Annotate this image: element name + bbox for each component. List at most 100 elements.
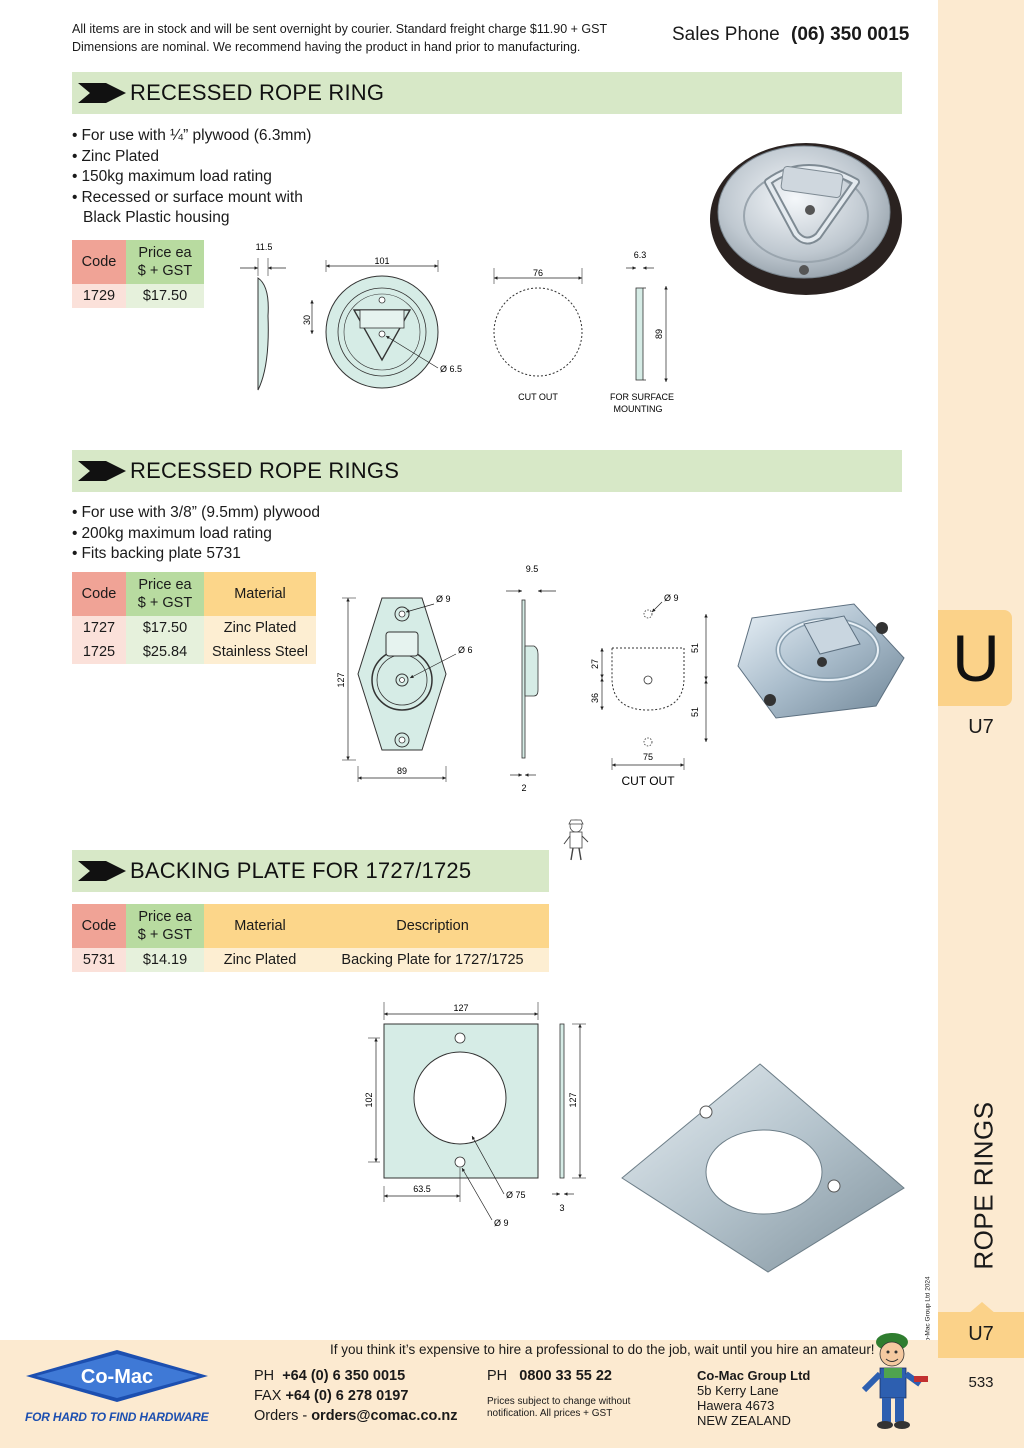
dim-label: 127 <box>453 1003 468 1013</box>
cell-price: $17.50 <box>126 616 204 640</box>
section-title: BACKING PLATE FOR 1727/1725 <box>130 858 472 883</box>
dim-label: 30 <box>302 315 312 325</box>
dim-label: MOUNTING <box>614 404 663 414</box>
price-header-line1: Price ea <box>138 245 192 261</box>
cell-price: $25.84 <box>126 640 204 664</box>
mascot-small-icon <box>563 819 589 861</box>
table-row: 1725 $25.84 Stainless Steel <box>72 640 316 664</box>
dim-label: Ø 6 <box>458 645 473 655</box>
orders-email[interactable]: orders@comac.co.nz <box>311 1408 458 1424</box>
fax-number: +64 (0) 6 278 0197 <box>285 1388 409 1404</box>
company-name: Co-Mac Group Ltd <box>697 1368 811 1383</box>
dim-label: Ø 9 <box>494 1218 509 1228</box>
footer <box>0 1340 938 1448</box>
cell-code: 1725 <box>72 640 126 664</box>
col-header-material: Material <box>204 904 316 948</box>
freephone-number[interactable]: 0800 33 55 22 <box>519 1368 612 1384</box>
dim-label: 6.3 <box>634 250 647 260</box>
dim-label: Ø 9 <box>664 593 679 603</box>
cell-price: $17.50 <box>126 284 204 308</box>
arrow-icon <box>78 461 126 481</box>
col-header-price: Price ea $ + GST <box>126 904 204 948</box>
dim-label: 36 <box>590 693 600 703</box>
dim-label: CUT OUT <box>621 774 675 788</box>
dim-label: Ø 9 <box>436 594 451 604</box>
category-name: ROPE RINGS <box>961 1095 1007 1275</box>
cell-code: 5731 <box>72 948 126 972</box>
col-header-code: Code <box>72 240 126 284</box>
dim-label: 11.5 <box>256 242 273 252</box>
table-row: 5731 $14.19 Zinc Plated Backing Plate fo… <box>72 948 549 972</box>
address-block: Co-Mac Group Ltd 5b Kerry Lane Hawera 46… <box>697 1368 810 1428</box>
sidebar <box>938 0 1024 1448</box>
cell-code: 1729 <box>72 284 126 308</box>
dim-label: 102 <box>364 1092 374 1107</box>
category-tab-bottom <box>938 1312 1024 1358</box>
category-tab[interactable] <box>938 610 1012 706</box>
price-header-line1: Price ea <box>138 577 192 593</box>
category-code: U7 <box>968 716 994 738</box>
phone-number[interactable]: +64 (0) 6 350 0015 <box>282 1368 406 1384</box>
list-item: Black Plastic housing <box>83 209 230 226</box>
list-item: For use with ¼” plywood (6.3mm) <box>72 126 311 147</box>
price-header-line2: $ + GST <box>137 263 193 279</box>
rope-ring-product-image <box>710 143 902 295</box>
list-item: Fits backing plate 5731 <box>72 544 320 565</box>
list-item: Recessed or surface mount with <box>72 188 311 209</box>
list-item: For use with 3/8” (9.5mm) plywood <box>72 503 320 524</box>
section-header-recessed-rope-rings: RECESSED ROPE RINGS <box>72 450 902 492</box>
dim-label: 2 <box>521 783 526 793</box>
dim-label: 76 <box>533 268 543 278</box>
mascot-icon <box>861 1333 928 1429</box>
freight-notice-line2: Dimensions are nominal. We recommend hav… <box>72 40 581 54</box>
section-header-recessed-rope-ring: RECESSED ROPE RING <box>72 72 902 114</box>
price-header-line1: Price ea <box>138 909 192 925</box>
phone-label: PH <box>254 1368 275 1384</box>
dim-label: 127 <box>568 1092 578 1107</box>
dim-label: 3 <box>559 1203 564 1213</box>
feature-list: For use with ¼” plywood (6.3mm) Zinc Pla… <box>72 126 311 229</box>
category-letter: U <box>952 621 1000 695</box>
feature-list: For use with 3/8” (9.5mm) plywood 200kg … <box>72 503 320 565</box>
dim-label: 101 <box>374 256 389 266</box>
cell-description: Backing Plate for 1727/1725 <box>316 948 549 972</box>
cell-code: 1727 <box>72 616 126 640</box>
dim-label: 27 <box>590 659 600 669</box>
dim-label: 51 <box>690 707 700 717</box>
dim-label: Ø 75 <box>506 1190 526 1200</box>
section-header-backing-plate: BACKING PLATE FOR 1727/1725 <box>72 850 549 892</box>
fax-label: FAX <box>254 1388 282 1404</box>
address-line: Hawera 4673 <box>697 1398 775 1413</box>
cell-material: Zinc Plated <box>204 616 316 640</box>
section-title: RECESSED ROPE RINGS <box>130 458 400 483</box>
price-header-line2: $ + GST <box>137 927 193 943</box>
freight-notice-line1: All items are in stock and will be sent … <box>72 22 608 36</box>
logo-tagline: FOR HARD TO FIND HARDWARE <box>25 1410 209 1424</box>
orders-label: Orders - <box>254 1408 308 1424</box>
contact-block: PH +64 (0) 6 350 0015 FAX +64 (0) 6 278 … <box>254 1366 458 1426</box>
table-row: 1727 $17.50 Zinc Plated <box>72 616 316 640</box>
price-table: Code Price ea $ + GST 1729 $17.50 <box>72 240 204 308</box>
price-table: Code Price ea$ + GST Material Descriptio… <box>72 904 549 972</box>
section-title: RECESSED ROPE RING <box>130 80 385 105</box>
comac-logo: Co-Mac <box>26 1350 208 1402</box>
cell-material: Zinc Plated <box>204 948 316 972</box>
sales-phone-number[interactable]: (06) 350 0015 <box>791 24 910 45</box>
col-header-price: Price ea $ + GST <box>126 572 204 616</box>
dim-label: Ø 6.5 <box>440 364 462 374</box>
address-line: NEW ZEALAND <box>697 1413 791 1428</box>
arrow-icon <box>78 83 126 103</box>
col-header-material: Material <box>204 572 316 616</box>
price-header-line2: $ + GST <box>137 595 193 611</box>
rope-rings-technical-drawing: Ø 9 Ø 6 127 89 9.5 2 Ø 9 27 36 51 51 75 … <box>336 564 708 793</box>
price-disclaimer-line2: notification. All prices + GST <box>487 1408 613 1419</box>
dim-label: 127 <box>336 672 346 687</box>
price-table: Code Price ea $ + GST Material 1727 $17.5… <box>72 572 316 664</box>
rope-rings-product-image <box>737 603 905 719</box>
col-header-code: Code <box>72 572 126 616</box>
dim-label: CUT OUT <box>518 392 558 402</box>
dim-label: FOR SURFACE <box>610 392 674 402</box>
rope-ring-technical-drawing: 11.5 101 30 Ø 6.5 76 CUT OUT 6.3 89 FOR … <box>240 242 674 414</box>
freight-notice: All items are in stock and will be sent … <box>72 20 662 56</box>
